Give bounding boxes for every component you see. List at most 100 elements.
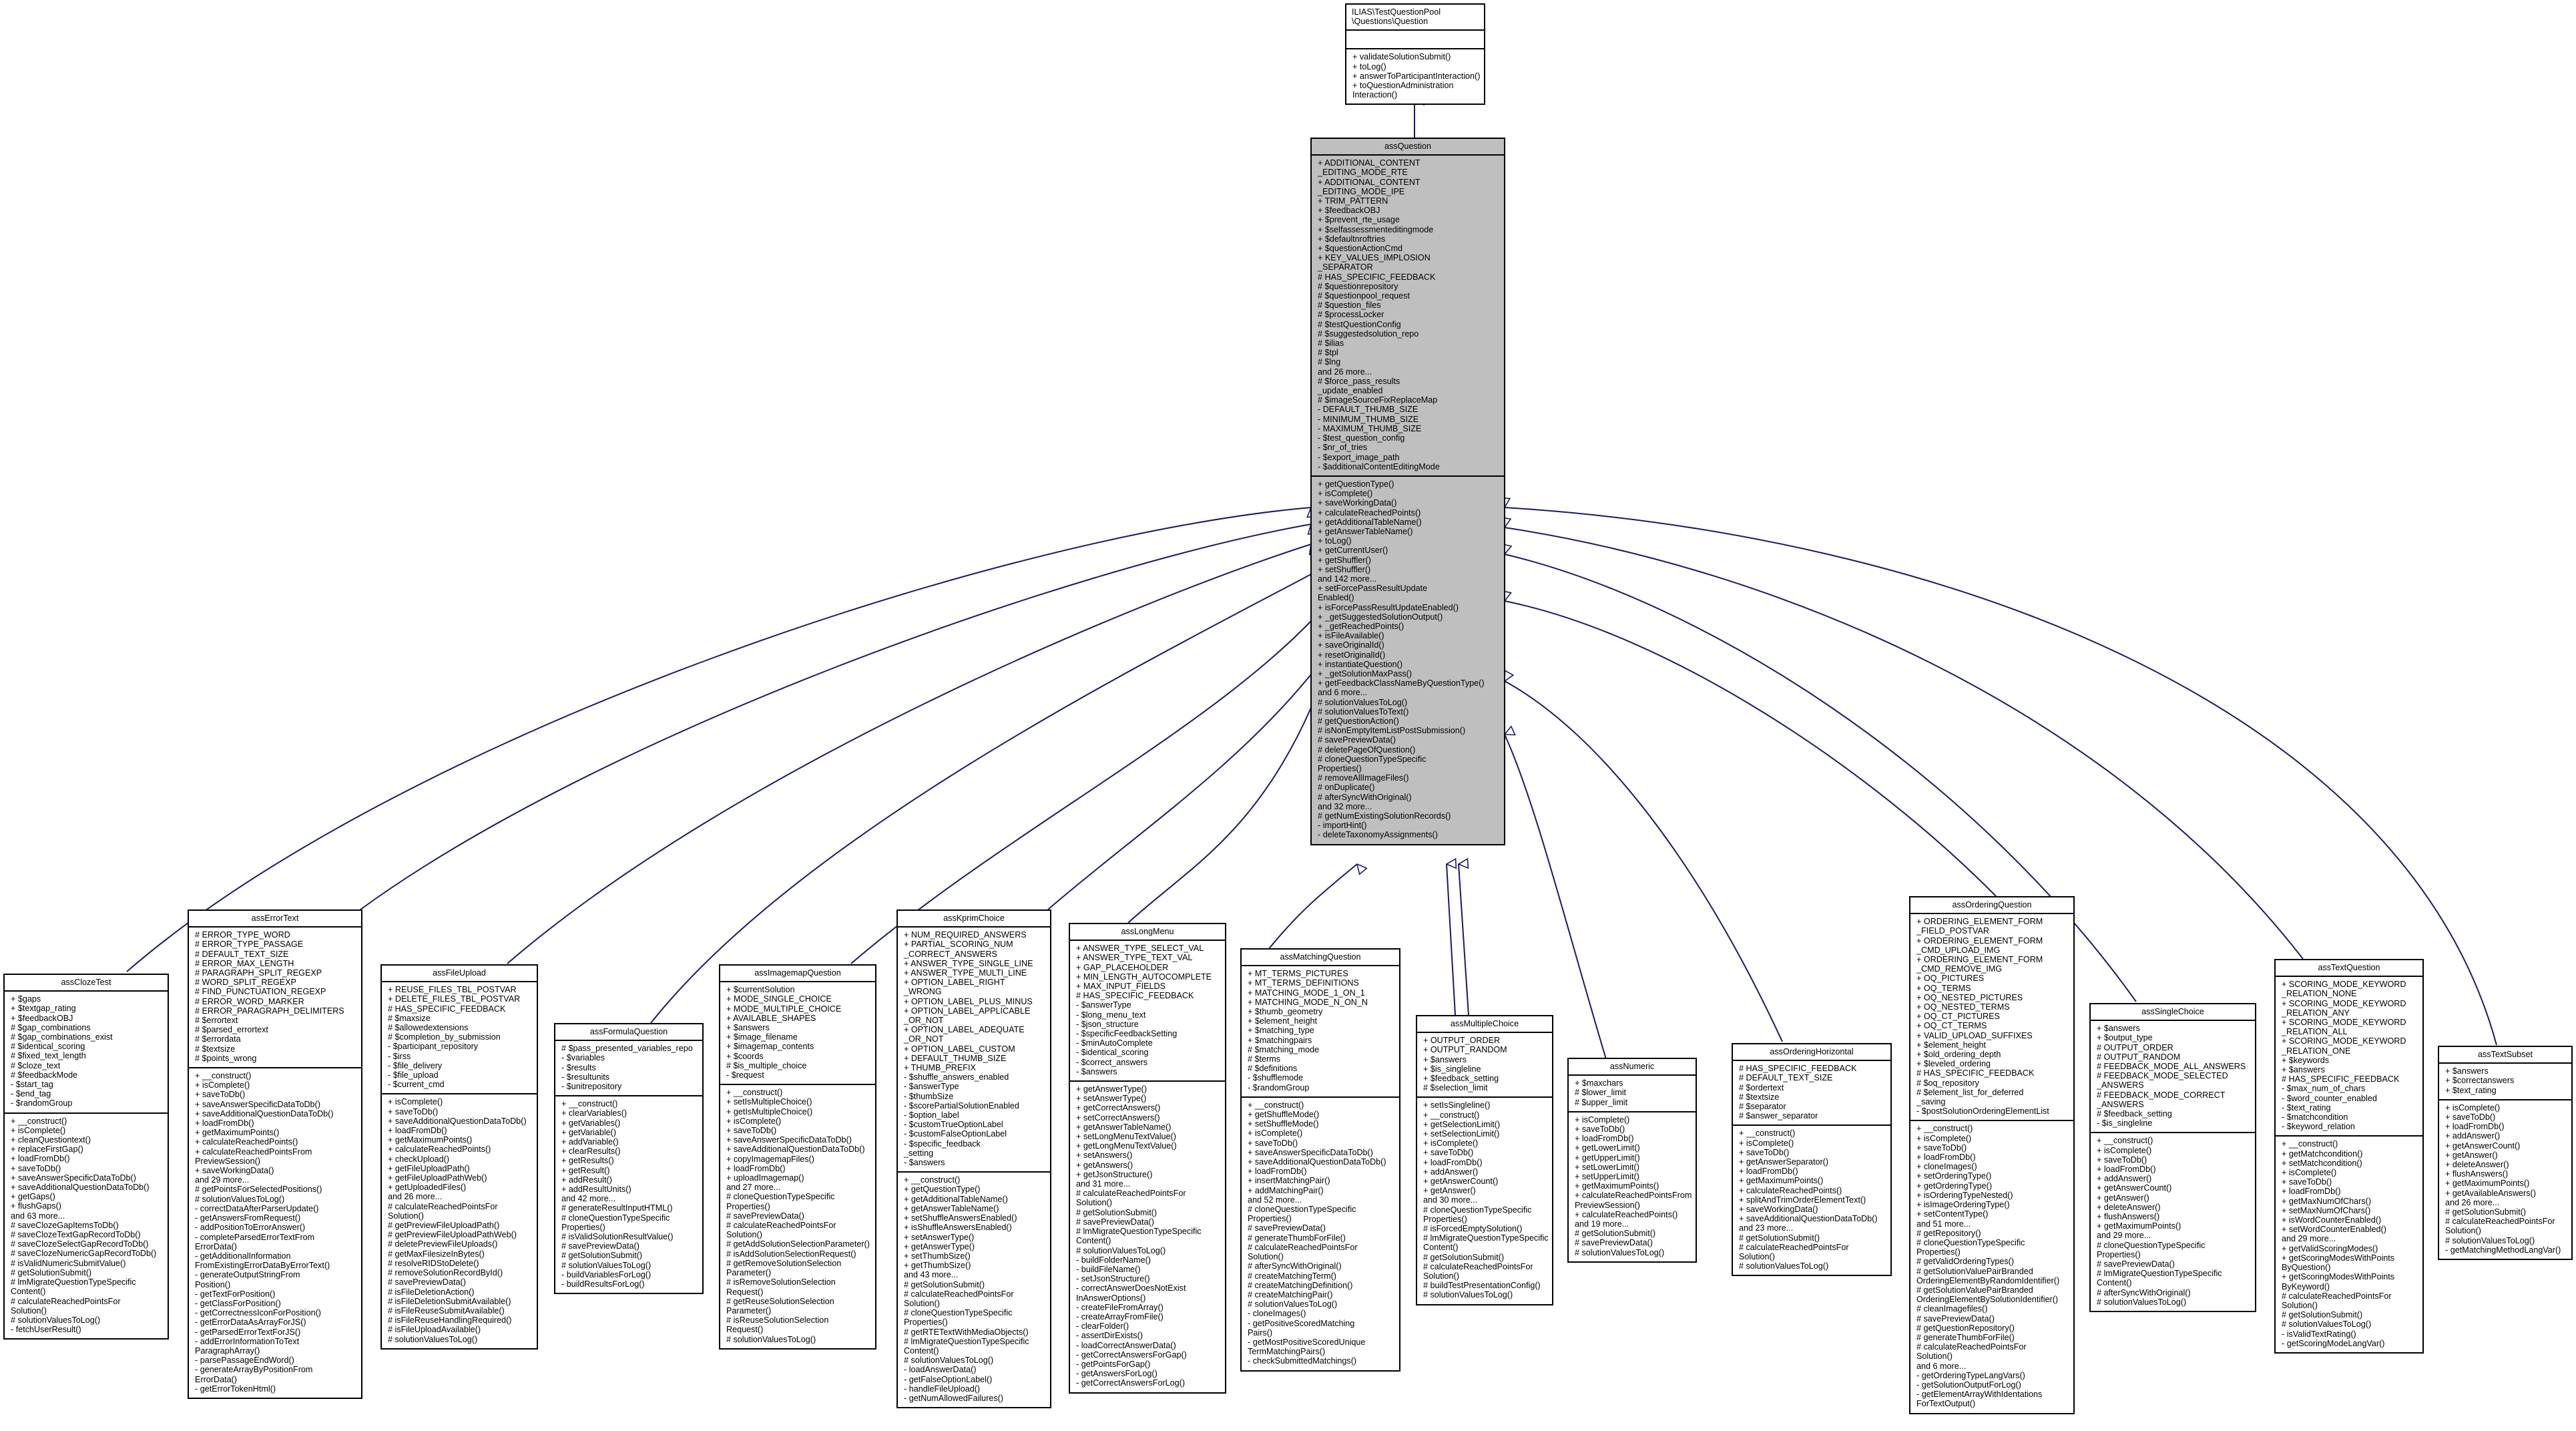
member-line: # isValidSolutionResultValue(): [561, 1232, 674, 1242]
member-line: - $scorePartialSolutionEnabled: [904, 1100, 1019, 1110]
member-line: # getNumExistingSolutionRecords(): [1318, 811, 1451, 821]
member-line: Properties(): [2097, 1249, 2141, 1259]
member-line: and 6 more...: [1318, 688, 1368, 698]
methods-section: + __construct()+ isComplete()+ saveToDb(…: [1910, 1121, 2073, 1412]
member-line: # $matching_mode: [1248, 1044, 1320, 1054]
member-line: PreviewSession(): [1575, 1200, 1640, 1210]
member-line: + saveWorkingData(): [1739, 1205, 1818, 1215]
member-line: + $is_singleline: [1423, 1064, 1481, 1074]
member-line: # OUTPUT_RANDOM: [2097, 1052, 2181, 1062]
member-line: - $word_counter_enabled: [2282, 1093, 2377, 1103]
member-line: # isFileReuseHandlingRequired(): [388, 1315, 512, 1325]
member-line: # solutionValuesToLog(): [11, 1315, 101, 1325]
member-line: + REUSE_FILES_TBL_POSTVAR: [388, 985, 517, 995]
member-line: - MAXIMUM_THUMB_SIZE: [1318, 423, 1422, 433]
member-line: - loadCorrectAnswerData(): [1076, 1340, 1176, 1350]
member-line: + saveToDb(): [1575, 1125, 1625, 1135]
edge-assorderinghorizontal: [1505, 681, 1783, 1042]
member-line: + $textgap_rating: [11, 1004, 76, 1014]
class-box-assnumeric[interactable]: assNumeric + $maxchars# $lower_limit# $u…: [1567, 1058, 1697, 1263]
class-box-asskprimchoice[interactable]: assKprimChoice + NUM_REQUIRED_ANSWERS+ P…: [896, 909, 1051, 1409]
member-line: # HAS_SPECIFIC_FEEDBACK: [388, 1004, 506, 1014]
member-line: and 6 more...: [1916, 1361, 1967, 1371]
member-line: # solutionValuesToLog(): [1318, 697, 1408, 707]
member-line: # lmMigrateQuestionTypeSpecific: [1076, 1227, 1202, 1237]
member-line: + $coords: [726, 1051, 764, 1061]
member-line: + splitAndTrimOrderElementText(): [1739, 1195, 1866, 1205]
member-line: ErrorData(): [195, 1374, 237, 1384]
member-line: - $participant_repository: [388, 1042, 479, 1052]
member-line: + loadFromDb(): [1916, 1153, 1976, 1163]
member-line: and 43 more...: [904, 1270, 959, 1280]
class-box-assorderingquestion[interactable]: assOrderingQuestion + ORDERING_ELEMENT_F…: [1909, 896, 2075, 1414]
member-line: # ERROR_PARAGRAPH_DELIMITERS: [195, 1006, 344, 1016]
member-line: + __construct(): [561, 1099, 618, 1109]
member-line: # cloneQuestionTypeSpecific: [1248, 1205, 1356, 1215]
class-box-assquestion[interactable]: assQuestion + ADDITIONAL_CONTENT_EDITING…: [1310, 138, 1505, 845]
methods-section: + __construct()+ getShuffleMode()+ setSh…: [1242, 1098, 1399, 1370]
member-line: # solutionValuesToLog(): [388, 1334, 478, 1344]
member-line: - $additionalContentEditingMode: [1318, 461, 1440, 471]
member-line: + isComplete(): [726, 1116, 782, 1126]
member-line: - $unitrepository: [561, 1082, 622, 1092]
member-line: + ANSWER_TYPE_SELECT_VAL: [1076, 944, 1204, 954]
member-line: + clearResults(): [561, 1147, 621, 1157]
member-line: # deletePageOfQuestion(): [1318, 745, 1416, 755]
member-line: + getLowerLimit(): [1575, 1143, 1640, 1153]
class-box-asssinglechoice[interactable]: assSingleChoice + $answers+ $output_type…: [2089, 1003, 2256, 1313]
member-line: + ANSWER_TYPE_TEXT_VAL: [1076, 953, 1193, 963]
member-line: # calculateReachedPointsFor: [1248, 1242, 1358, 1252]
member-line: + loadFromDb(): [388, 1126, 447, 1136]
member-line: # solutionValuesToLog(): [2445, 1235, 2535, 1245]
member-line: + saveAdditionalQuestionDataToDb(): [11, 1183, 150, 1193]
member-line: + __construct(): [1916, 1124, 1973, 1134]
member-line: - $current_cmd: [388, 1080, 445, 1090]
class-box-assformulaquestion[interactable]: assFormulaQuestion # $pass_presented_var…: [554, 1023, 704, 1295]
member-line: + setIsSingleline(): [1423, 1100, 1491, 1110]
member-line: # solutionValuesToLog(): [1423, 1290, 1513, 1300]
member-line: + getAnswerCount(): [2097, 1183, 2172, 1193]
member-line: # lmMigrateQuestionTypeSpecific: [2097, 1269, 2222, 1279]
member-line: # createMatchingPair(): [1248, 1289, 1333, 1299]
member-line: # $force_pass_results: [1318, 376, 1400, 386]
member-line: _EDITING_MODE_IPE: [1318, 186, 1405, 196]
member-line: + loadFromDb(): [195, 1118, 254, 1129]
class-box-assimagemapquestion[interactable]: assImagemapQuestion + $currentSolution+ …: [719, 964, 876, 1350]
title-line: ILIAS\TestQuestionPool: [1352, 7, 1441, 17]
member-line: # solutionValuesToLog(): [904, 1356, 994, 1366]
member-line: + getAnswers(): [1076, 1160, 1133, 1170]
attributes-section: # $pass_presented_variables_repo- $varia…: [555, 1041, 702, 1097]
edge-asstextquestion: [1505, 528, 2304, 960]
class-box-asslongmenu[interactable]: assLongMenu + ANSWER_TYPE_SELECT_VAL+ AN…: [1069, 923, 1226, 1394]
member-line: + VALID_UPLOAD_SUFFIXES: [1916, 1030, 2033, 1040]
class-box-assorderinghorizontal[interactable]: assOrderingHorizontal # HAS_SPECIFIC_FEE…: [1732, 1043, 1892, 1277]
member-line: # calculateReachedPointsFor: [11, 1296, 121, 1306]
member-line: and 23 more...: [1739, 1223, 1794, 1233]
class-box-asstextquestion[interactable]: assTextQuestion + SCORING_MODE_KEYWORD_R…: [2274, 959, 2424, 1354]
member-line: - getTextForPosition(): [195, 1289, 276, 1299]
class-box-asserrortext[interactable]: assErrorText # ERROR_TYPE_WORD# ERROR_TY…: [188, 909, 362, 1399]
member-line: TermMatchingPairs(): [1248, 1347, 1326, 1357]
class-box-assmatchingquestion[interactable]: assMatchingQuestion + MT_TERMS_PICTURES+…: [1240, 948, 1400, 1372]
class-box-interface-question[interactable]: ILIAS\TestQuestionPool \Questions\Questi…: [1345, 3, 1485, 106]
member-line: + setShuffleAnswersEnabled(): [904, 1213, 1017, 1223]
member-line: + getMaximumPoints(): [1739, 1176, 1824, 1186]
member-line: OrderingElementByRandomIdentifier(): [1916, 1275, 2060, 1285]
member-line: + getShuffleMode(): [1248, 1110, 1320, 1120]
class-box-asstextsubset[interactable]: assTextSubset + $answers+ $correctanswer…: [2438, 1046, 2573, 1261]
class-box-assfileupload[interactable]: assFileUpload + REUSE_FILES_TBL_POSTVAR+…: [380, 964, 538, 1350]
member-line: # calculateReachedPointsFor: [1423, 1261, 1533, 1271]
member-line: + getAnswerType(): [904, 1241, 975, 1251]
member-line: + isComplete(): [1318, 489, 1373, 499]
member-line: # solutionValuesToLog(): [195, 1194, 285, 1204]
member-line: Content(): [11, 1287, 46, 1297]
member-line: # isFileReuseSubmitAvailable(): [388, 1305, 505, 1315]
class-title: assNumeric: [1569, 1059, 1696, 1076]
class-box-assclozetest[interactable]: assClozeTest + $gaps+ $textgap_rating+ $…: [3, 974, 169, 1340]
class-box-assmultiplechoice[interactable]: assMultipleChoice + OUTPUT_ORDER+ OUTPUT…: [1416, 1015, 1553, 1305]
member-line: + OUTPUT_RANDOM: [1423, 1045, 1507, 1055]
class-title: assErrorText: [189, 911, 361, 928]
member-line: + loadFromDb(): [1248, 1167, 1307, 1177]
attributes-section: + ORDERING_ELEMENT_FORM_FIELD_POSTVAR+ O…: [1910, 914, 2073, 1122]
member-line: + OPTION_LABEL_ADEQUATE: [904, 1025, 1025, 1035]
